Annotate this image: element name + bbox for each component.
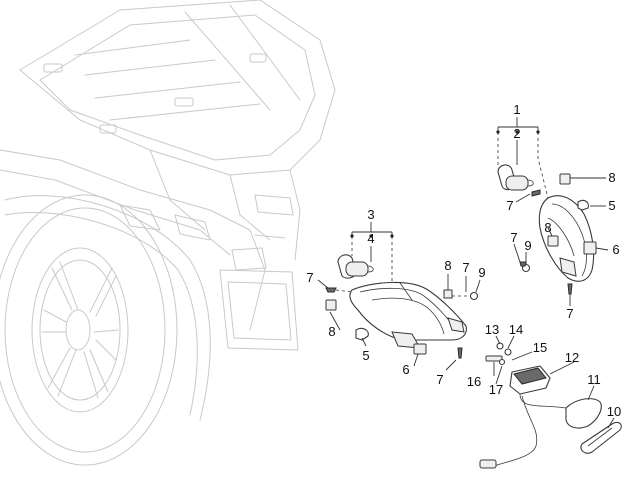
callout-7-f: 7 [566, 306, 573, 321]
callout-17: 17 [489, 382, 503, 397]
callout-7-b: 7 [462, 260, 469, 275]
callout-1: 1 [513, 102, 520, 117]
leader-lines [317, 117, 615, 429]
callout-6-right: 6 [612, 242, 619, 257]
rear-lamp-left [349, 281, 467, 349]
callout-7-c: 7 [436, 372, 443, 387]
callout-9-a: 9 [478, 265, 485, 280]
callout-2: 2 [513, 126, 520, 141]
callout-8-d: 8 [544, 220, 551, 235]
callout-5-left: 5 [362, 348, 369, 363]
callout-8-a: 8 [444, 258, 451, 273]
callout-10: 10 [607, 404, 621, 419]
callout-7-d: 7 [506, 198, 513, 213]
callout-labels: 1 2 3 4 5 5 6 6 7 7 7 7 7 7 8 8 8 8 9 9 … [306, 102, 621, 419]
callout-7-e: 7 [510, 230, 517, 245]
callout-13: 13 [485, 322, 499, 337]
callout-12: 12 [565, 350, 579, 365]
callout-11: 11 [587, 372, 601, 387]
callout-9-b: 9 [524, 238, 531, 253]
callout-5-right: 5 [608, 198, 615, 213]
callout-14: 14 [509, 322, 523, 337]
bulb-right [497, 164, 534, 191]
license-light-assembly [479, 342, 622, 469]
callout-8-b: 8 [328, 324, 335, 339]
callout-8-c: 8 [608, 170, 615, 185]
vehicle-rear-ghost [0, 0, 336, 466]
callout-4: 4 [367, 231, 374, 246]
callout-15: 15 [533, 340, 547, 355]
callout-6-left: 6 [402, 362, 409, 377]
callout-3: 3 [367, 207, 374, 222]
fasteners-right [519, 173, 597, 295]
rear-lamp-right [538, 195, 595, 282]
callout-7-a: 7 [306, 270, 313, 285]
callout-16: 16 [467, 374, 481, 389]
bulb-left [337, 254, 374, 279]
